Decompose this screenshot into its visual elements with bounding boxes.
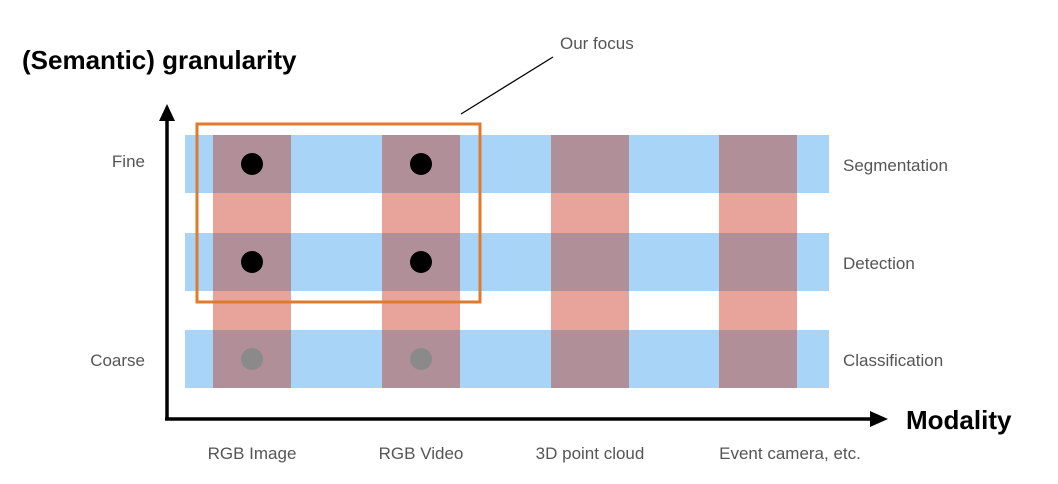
- column-label-event-camera: Event camera, etc.: [719, 444, 861, 463]
- overlap-event-camera-etc-detection: [719, 233, 797, 291]
- y-axis-title: (Semantic) granularity: [22, 45, 297, 75]
- overlap-3d-point-cloud-segmentation: [551, 135, 629, 193]
- overlap-3d-point-cloud-detection: [551, 233, 629, 291]
- axes: [159, 104, 888, 427]
- x-axis-arrow: [870, 411, 888, 427]
- row-label-classification: Classification: [843, 351, 944, 370]
- row-label-segmentation: Segmentation: [843, 156, 948, 175]
- overlap-cells: [213, 135, 797, 388]
- x-axis-title: Modality: [906, 405, 1012, 435]
- column-label-rgb-image: RGB Image: [207, 444, 297, 463]
- focus-leader-line: [460, 56, 554, 115]
- dot-rgb-video-classification: [410, 348, 432, 370]
- column-label-rgb-video: RGB Video: [378, 444, 464, 463]
- dots: [241, 153, 432, 370]
- focus-box: [195, 122, 482, 304]
- dot-rgb-image-segmentation: [241, 153, 263, 175]
- dot-rgb-video-detection: [410, 251, 432, 273]
- y-level-coarse: Coarse: [90, 351, 145, 370]
- overlap-3d-point-cloud-classification: [551, 330, 629, 388]
- row-label-detection: Detection: [843, 254, 915, 273]
- dot-rgb-image-classification: [241, 348, 263, 370]
- focus-label: Our focus: [560, 34, 634, 53]
- dot-rgb-video-segmentation: [410, 153, 432, 175]
- dot-rgb-image-detection: [241, 251, 263, 273]
- column-label-3d-point-cloud: 3D point cloud: [535, 444, 645, 463]
- overlap-event-camera-etc-classification: [719, 330, 797, 388]
- y-axis-arrow: [159, 104, 175, 121]
- y-level-fine: Fine: [111, 152, 145, 171]
- overlap-event-camera-etc-segmentation: [719, 135, 797, 193]
